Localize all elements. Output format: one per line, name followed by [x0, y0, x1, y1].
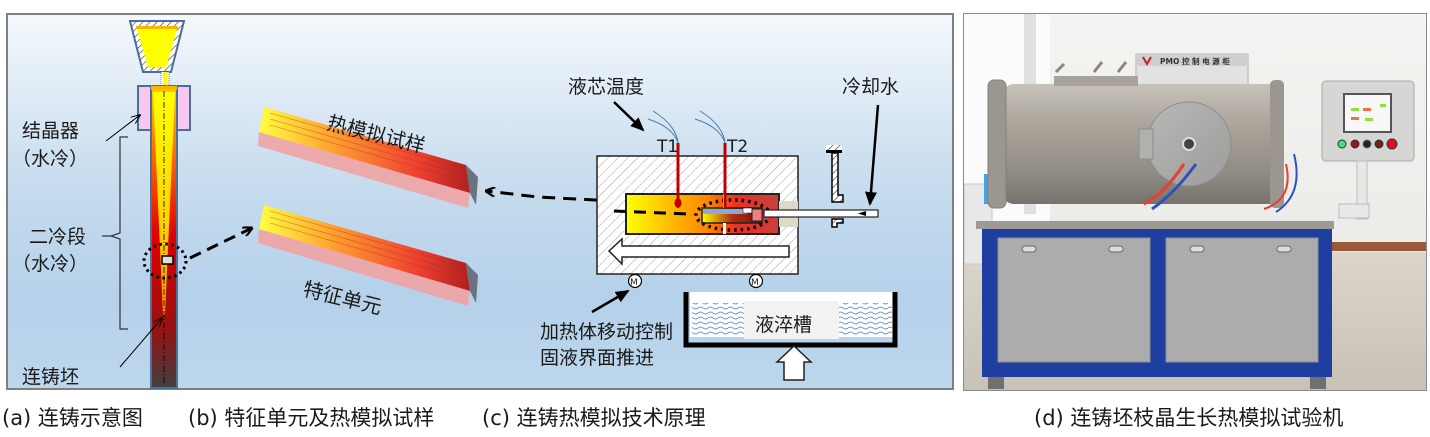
machine-table-top	[976, 221, 1334, 229]
svg-text:M: M	[751, 278, 759, 288]
sample-bars: 热模拟试样 特征单元	[258, 107, 478, 319]
emergency-stop	[1386, 138, 1398, 150]
label-mold: 结晶器	[22, 120, 79, 142]
cabinet-sign: PMO 控 制 电 源 柜	[1160, 56, 1230, 66]
label-core-temperature: 液芯温度	[568, 76, 644, 98]
label-t2: T2	[726, 137, 748, 157]
dashed-arrow-a-to-b	[189, 228, 252, 260]
test-machine-photo: PMO 控 制 电 源 柜	[963, 13, 1427, 391]
tundish-molten-steel	[136, 26, 178, 67]
touch-screen	[1343, 93, 1392, 133]
caption-c: (c) 连铸热模拟技术原理	[482, 406, 706, 430]
svg-text:M: M	[630, 278, 638, 288]
quench-tank	[683, 292, 898, 348]
label-secondary-cooling-type: （水冷）	[12, 253, 88, 275]
label-t1: T1	[656, 137, 678, 157]
base-panel-left	[997, 237, 1151, 363]
caption-d: (d) 连铸坯枝晶生长热模拟试验机	[1034, 406, 1344, 430]
label-cooling-water: 冷却水	[842, 76, 899, 98]
feature-unit-bar	[258, 205, 478, 306]
heater-movement-arrow	[607, 237, 790, 266]
test-machine-illustration: PMO 控 制 电 源 柜	[964, 14, 1426, 390]
label-quench-tank: 液淬槽	[755, 314, 812, 336]
mold-right-wall	[176, 85, 191, 131]
motor-2	[748, 273, 764, 289]
label-feature-unit: 特征单元	[301, 277, 384, 320]
schematic-panel: 结晶器 （水冷） 二冷段 （水冷） 连铸坯 热模拟试样 特征单元	[6, 13, 954, 390]
support-bracket	[831, 152, 844, 203]
motor-1	[627, 273, 643, 289]
indicator-green	[1337, 139, 1347, 149]
label-slab: 连铸坯	[22, 366, 79, 388]
base-panel-right	[1165, 237, 1319, 363]
label-secondary-cooling: 二冷段	[29, 226, 86, 248]
secondary-cooling-bracket	[109, 136, 128, 330]
thermal-simulation-principle: T1 T2 M M 液淬槽 液芯温度 冷却水 加热体移动控制 固液界面推进	[486, 76, 899, 381]
lift-arrow	[775, 344, 813, 381]
caption-b: (b) 特征单元及热模拟试样	[188, 406, 435, 430]
feature-unit-highlight	[142, 242, 188, 280]
mold-left-wall	[137, 85, 152, 131]
label-heater-control-2: 固液界面推进	[540, 347, 654, 369]
schematic-svg: 结晶器 （水冷） 二冷段 （水冷） 连铸坯 热模拟试样 特征单元	[12, 20, 899, 389]
sample-plug	[751, 208, 763, 222]
label-mold-cooling: （水冷）	[12, 148, 88, 170]
thermal-simulation-sample-bar	[258, 107, 478, 208]
label-heater-control-1: 加热体移动控制	[540, 321, 673, 343]
cooling-rod	[763, 209, 879, 218]
continuous-casting-schematic: 结晶器 （水冷） 二冷段 （水冷） 连铸坯	[12, 20, 252, 389]
caption-a: (a) 连铸示意图	[2, 406, 143, 430]
feature-unit	[161, 255, 174, 265]
